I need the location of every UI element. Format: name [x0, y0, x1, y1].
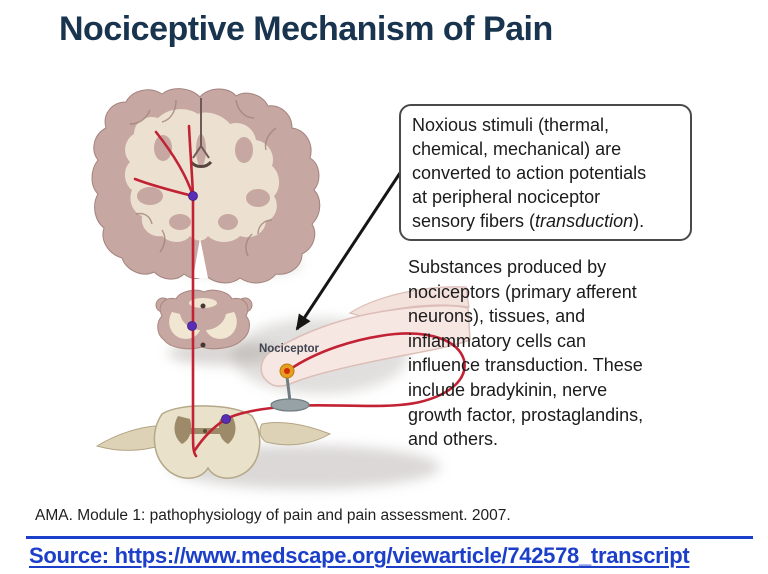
brainstem-section	[155, 289, 253, 350]
transduction-callout: Noxious stimuli (thermal, chemical, mech…	[399, 104, 692, 241]
page-title: Nociceptive Mechanism of Pain	[59, 10, 553, 48]
hemisphere-gap	[193, 238, 208, 278]
callout-arrow	[295, 172, 402, 331]
divider-line	[26, 536, 753, 539]
substances-paragraph: Substances produced by nociceptors (prim…	[408, 257, 644, 450]
source-link[interactable]: Source: https://www.medscape.org/viewart…	[29, 543, 690, 568]
citation-text: AMA. Module 1: pathophysiology of pain a…	[35, 507, 511, 524]
brain-gyri-splotches	[137, 134, 270, 230]
dorsal-horn-relay-dot	[221, 414, 231, 424]
brain-coronal-section	[91, 88, 321, 284]
brain-creases	[129, 99, 277, 257]
nociceptor-label: Nociceptor	[259, 343, 320, 355]
finger	[260, 286, 471, 387]
callout-italic-term: transduction	[535, 211, 634, 231]
pin	[270, 376, 310, 412]
callout-text-after: ).	[633, 211, 645, 231]
spinal-cord-section	[95, 405, 332, 479]
thalamus-relay-dot	[188, 191, 198, 201]
brainstem-relay-dot	[187, 321, 197, 331]
callout-text-before: Noxious stimuli (thermal, chemical, mech…	[412, 115, 647, 231]
nociceptor-site	[279, 363, 295, 379]
